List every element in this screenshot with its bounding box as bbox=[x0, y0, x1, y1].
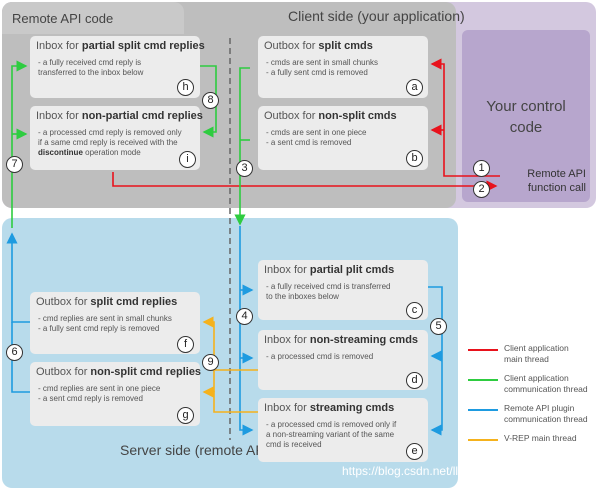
box-heading: Outbox for non-split cmd replies bbox=[36, 366, 202, 378]
inbox-non-streaming-cmds: Inbox for non-streaming cmds - a process… bbox=[258, 330, 428, 390]
step-6: 6 bbox=[6, 344, 23, 361]
box-description: - a fully received cmd reply is transfer… bbox=[38, 58, 144, 77]
box-heading: Inbox for partial split cmd replies bbox=[36, 40, 205, 52]
arrow-plit-to-streaming bbox=[428, 286, 443, 436]
arrow-to-inbox-streaming bbox=[239, 226, 254, 436]
arrow-to-inbox-partial bbox=[11, 60, 28, 228]
box-description: - cmd replies are sent in small chunks -… bbox=[38, 314, 172, 333]
box-description: - a processed cmd reply is removed only … bbox=[38, 128, 182, 157]
arrow-to-outbox-non-split-replies bbox=[202, 386, 258, 413]
box-description: - a processed cmd is removed bbox=[266, 352, 374, 361]
box-description: - cmd replies are sent in one piece - a … bbox=[38, 384, 161, 403]
step-2: 2 bbox=[473, 181, 490, 198]
outbox-non-split-cmds: Outbox for non-split cmds - cmds are sen… bbox=[258, 106, 428, 170]
red-arrows bbox=[112, 58, 500, 192]
remote-api-code-tab bbox=[2, 2, 184, 34]
outbox-non-split-cmd-replies: Outbox for non-split cmd replies - cmd r… bbox=[30, 362, 202, 426]
box-heading: Inbox for non-streaming cmds bbox=[264, 334, 419, 346]
orange-arrows bbox=[202, 316, 258, 413]
arrow-outbox-split-down bbox=[234, 67, 250, 226]
control-code-line1: Your control bbox=[486, 98, 566, 115]
box-heading: Inbox for partial plit cmds bbox=[264, 264, 395, 276]
marker-f: f bbox=[177, 336, 194, 353]
arrow-reply-to-function-call bbox=[112, 172, 498, 192]
marker-e: e bbox=[406, 443, 423, 460]
step-8: 8 bbox=[202, 92, 219, 109]
box-description: - a fully received cmd is transferred to… bbox=[266, 282, 391, 301]
inbox-partial-plit-cmds: Inbox for partial plit cmds - a fully re… bbox=[258, 260, 428, 320]
step-9: 9 bbox=[202, 354, 219, 371]
marker-h: h bbox=[177, 79, 194, 96]
step-4: 4 bbox=[236, 308, 253, 325]
inbox-non-partial-cmd-replies: Inbox for non-partial cmd replies - a pr… bbox=[30, 106, 203, 170]
box-heading: Inbox for streaming cmds bbox=[264, 402, 395, 414]
inbox-partial-split-cmd-replies: Inbox for partial split cmd replies - a … bbox=[30, 36, 205, 98]
box-description: - cmds are sent in one piece - a sent cm… bbox=[266, 128, 367, 147]
box-description: - cmds are sent in small chunks - a full… bbox=[266, 58, 379, 77]
box-heading: Outbox for split cmds bbox=[264, 40, 373, 52]
box-description: - a processed cmd is removed only if a n… bbox=[266, 420, 397, 449]
box-heading: Outbox for split cmd replies bbox=[36, 296, 178, 308]
arrow-to-outbox-split bbox=[430, 58, 500, 177]
blue-arrows bbox=[6, 226, 443, 436]
remote-api-call-label: Remote API function call bbox=[527, 168, 586, 194]
arrow-replies-up bbox=[6, 232, 30, 323]
marker-g: g bbox=[177, 407, 194, 424]
legend-line-orange bbox=[468, 439, 498, 441]
marker-c: c bbox=[406, 302, 423, 319]
step-7: 7 bbox=[6, 156, 23, 173]
step-3: 3 bbox=[236, 160, 253, 177]
box-heading: Outbox for non-split cmds bbox=[264, 110, 397, 122]
remote-api-title: Remote API code bbox=[12, 11, 114, 26]
control-code-line2: code bbox=[509, 119, 543, 136]
step-1: 1 bbox=[473, 160, 490, 177]
marker-b: b bbox=[406, 150, 423, 167]
inbox-streaming-cmds: Inbox for streaming cmds - a processed c… bbox=[258, 398, 428, 462]
outbox-split-cmds: Outbox for split cmds - cmds are sent in… bbox=[258, 36, 428, 98]
legend-line-blue bbox=[468, 409, 498, 411]
client-side-title: Client side (your application) bbox=[288, 8, 465, 24]
outbox-split-cmd-replies: Outbox for split cmd replies - cmd repli… bbox=[30, 292, 200, 354]
marker-d: d bbox=[406, 372, 423, 389]
marker-a: a bbox=[406, 79, 423, 96]
legend-line-green bbox=[468, 379, 498, 381]
watermark: https://blog.csdn.net/lllxxq141592654 bbox=[342, 464, 540, 478]
step-5: 5 bbox=[430, 318, 447, 335]
green-arrows bbox=[11, 60, 250, 228]
marker-i: i bbox=[179, 151, 196, 168]
legend-line-red bbox=[468, 349, 498, 351]
arrow-to-outbox-split-replies bbox=[202, 316, 258, 371]
box-heading: Inbox for non-partial cmd replies bbox=[36, 110, 203, 122]
